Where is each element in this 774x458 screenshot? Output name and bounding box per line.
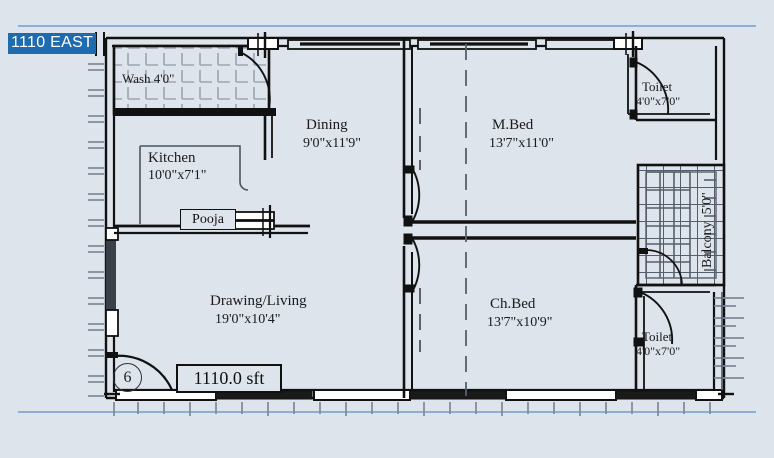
bottom-wall-windows bbox=[104, 389, 734, 401]
wash-area bbox=[112, 44, 276, 116]
center-horizontal-wall bbox=[403, 165, 636, 293]
center-vertical-wall bbox=[402, 38, 413, 398]
toilet-bottom bbox=[633, 283, 716, 392]
balcony-structure bbox=[636, 163, 726, 287]
top-wall-windows bbox=[247, 31, 643, 58]
bottom-dimension-ticks bbox=[113, 402, 711, 416]
room-label-balcony: Balcony 5'0" bbox=[700, 192, 715, 268]
left-dimension-ticks bbox=[88, 63, 104, 397]
kitchen-counter bbox=[139, 145, 249, 224]
unit-number-badge: 6 bbox=[113, 363, 142, 392]
title-badge[interactable]: 1110 EAST bbox=[8, 33, 97, 54]
right-dimension-ticks bbox=[714, 292, 744, 390]
left-wall-features bbox=[105, 227, 174, 391]
room-label-pooja: Pooja bbox=[180, 209, 236, 230]
total-area-label: 1110.0 sft bbox=[176, 364, 282, 393]
toilet-top bbox=[627, 46, 716, 122]
